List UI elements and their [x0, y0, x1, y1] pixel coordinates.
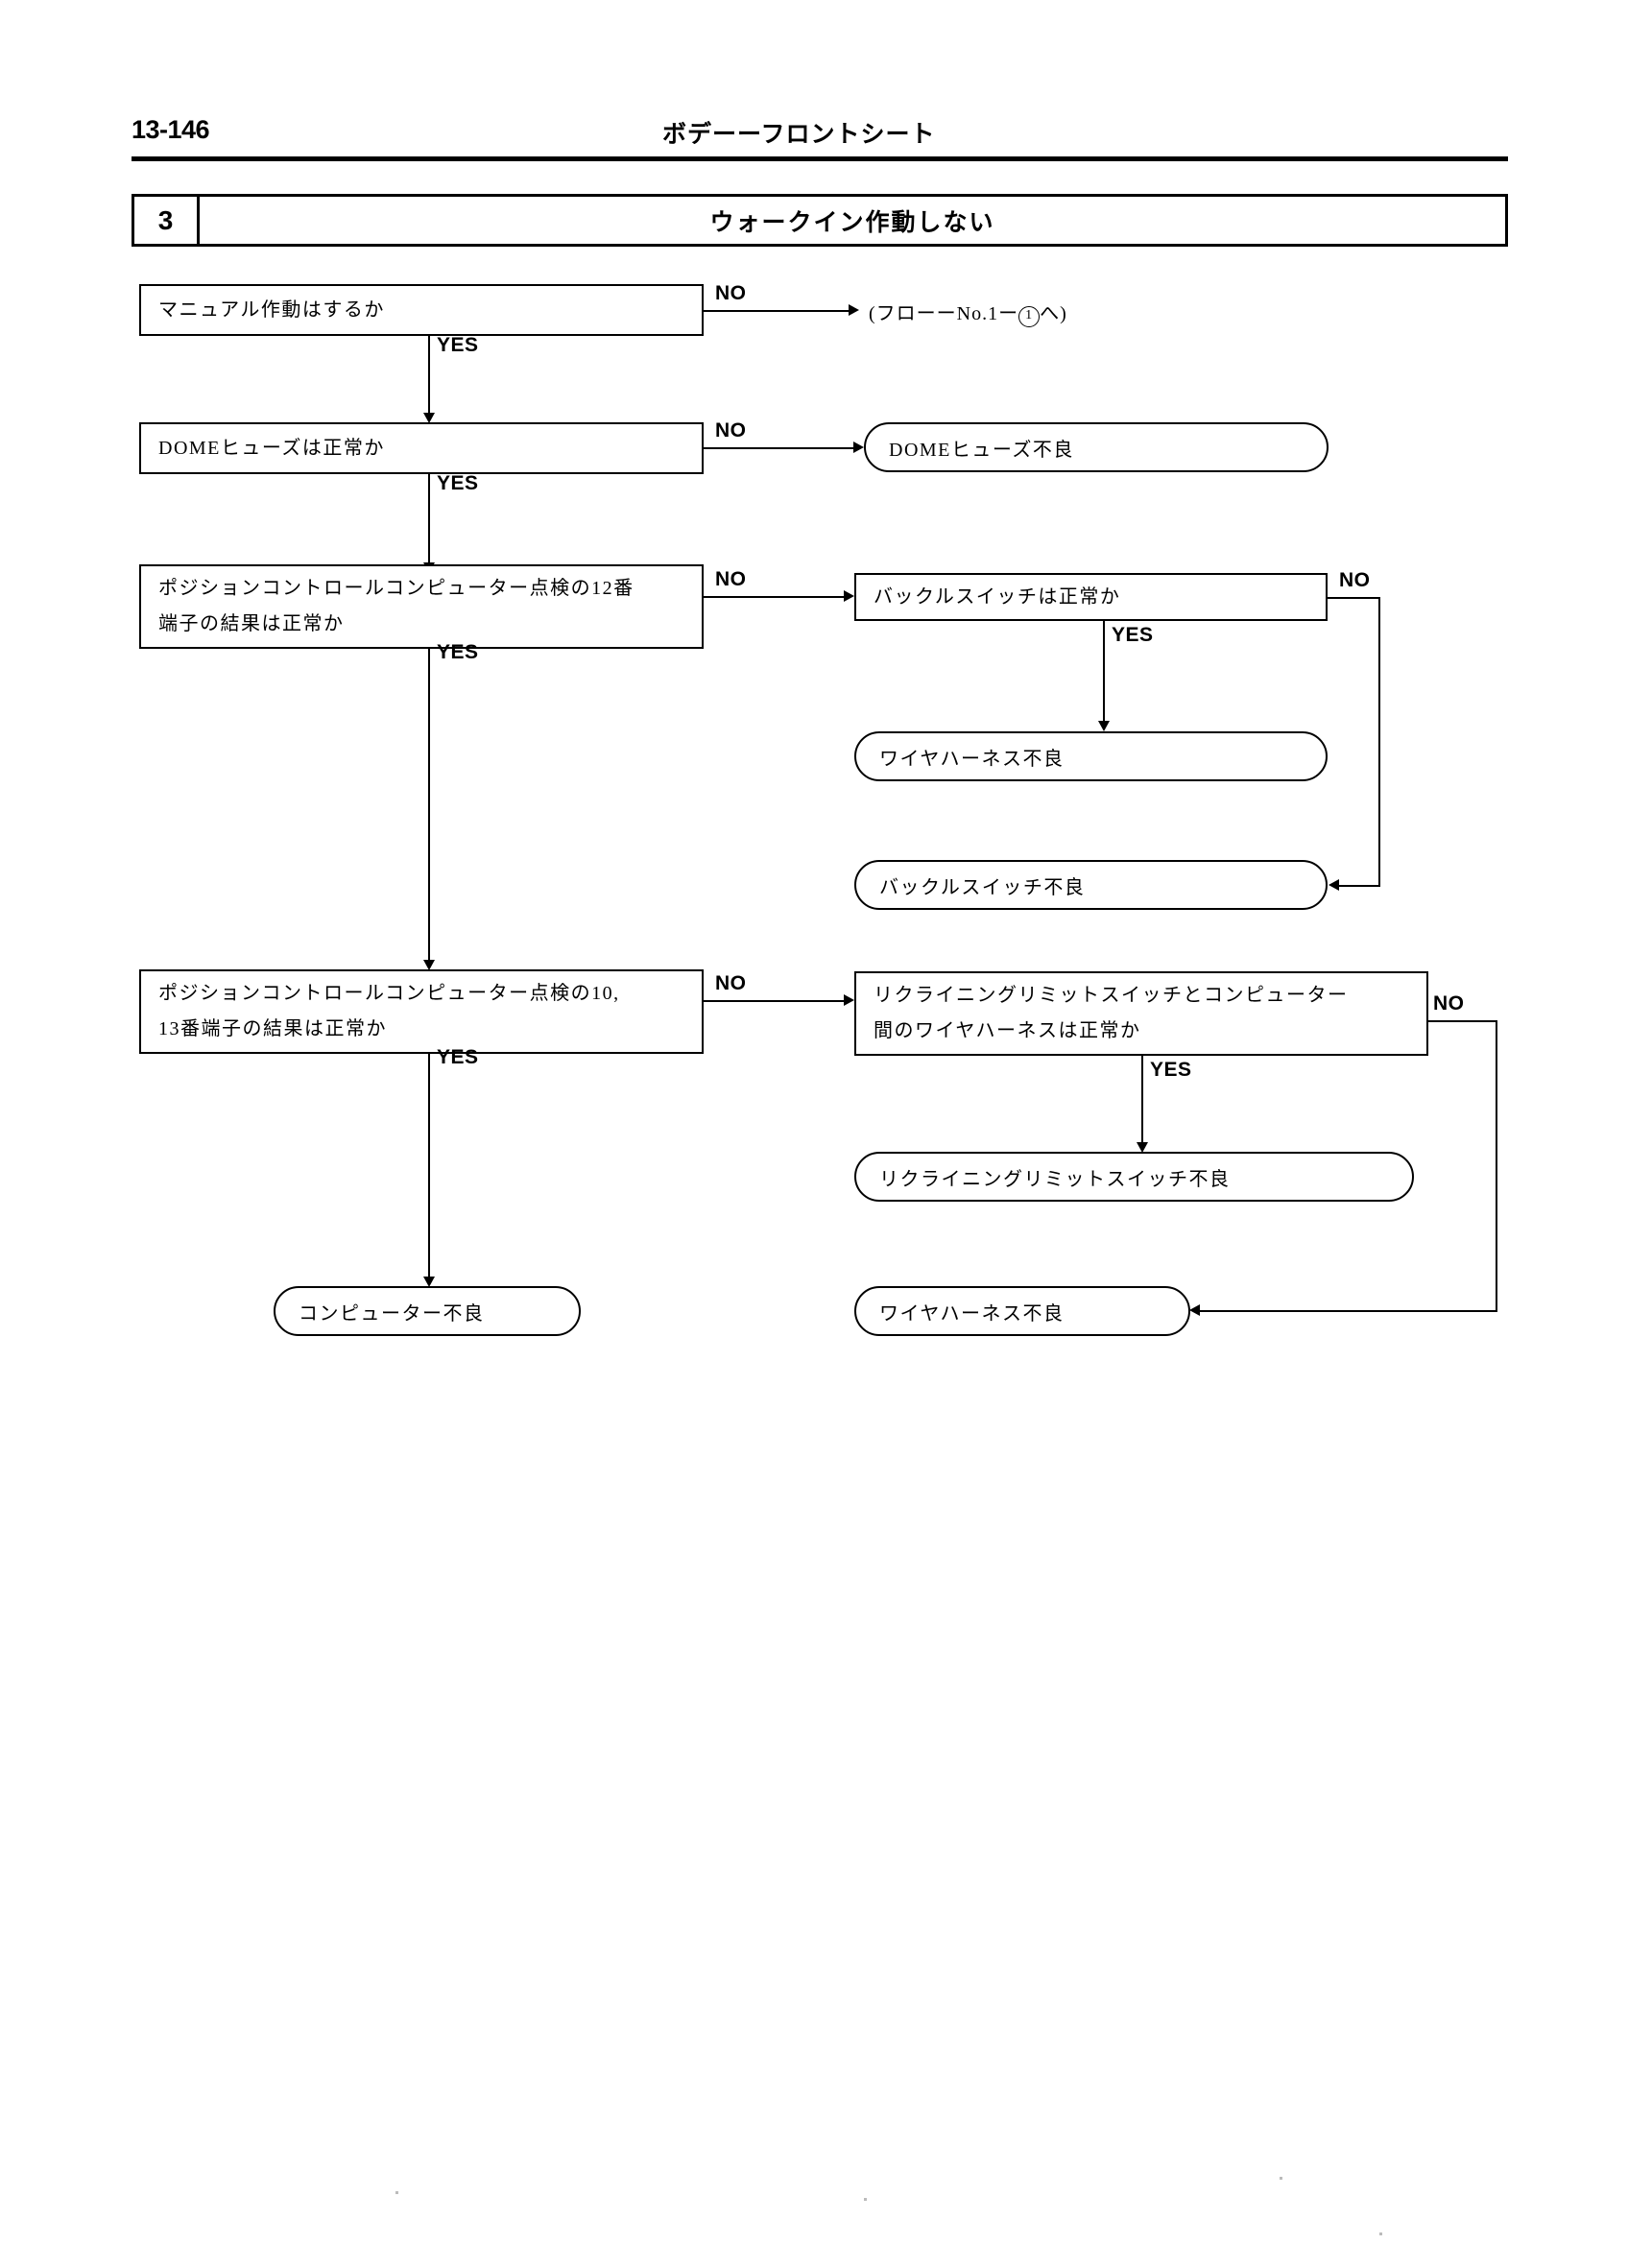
arrowhead-q1-no	[849, 304, 859, 316]
terminal-computer-fault-line1: コンピューター不良	[299, 1302, 485, 1325]
section-title-bar: 3 ウォークイン作動しない	[132, 194, 1508, 247]
decision-pcc-terminal-12: ポジションコントロールコンピューター点検の12番 端子の結果は正常か	[139, 564, 704, 649]
terminal-wire-harness-fault-1: ワイヤハーネス不良	[854, 731, 1328, 781]
branch-label-yes-3: YES	[1112, 624, 1154, 646]
connector-q2-no	[704, 447, 859, 449]
branch-label-yes-2: YES	[437, 472, 479, 494]
flow-reference-1-circled: 1	[1018, 306, 1041, 327]
branch-label-yes-1: YES	[437, 334, 479, 356]
arrowhead-q1-yes	[423, 413, 435, 423]
flow-reference-1-suffix: へ)	[1040, 303, 1067, 324]
page-number: 13-146	[132, 115, 210, 144]
terminal-dome-fuse-fault-line1: DOMEヒューズ不良	[889, 439, 1074, 461]
connector-q3r-yes	[1103, 621, 1105, 728]
connector-q3-no	[704, 596, 850, 598]
terminal-buckle-switch-fault: バックルスイッチ不良	[854, 860, 1328, 910]
scan-speckle	[395, 2191, 398, 2194]
terminal-wire-harness-fault-2: ワイヤハーネス不良	[854, 1286, 1190, 1336]
terminal-reclining-limit-switch-fault: リクライニングリミットスイッチ不良	[854, 1152, 1414, 1202]
flow-reference-1-prefix: (フローーNo.1ー	[869, 303, 1019, 324]
decision-buckle-switch: バックルスイッチは正常か	[854, 573, 1328, 621]
connector-q3r-no-h2	[1339, 885, 1380, 887]
decision-dome-fuse-line1: DOMEヒューズは正常か	[158, 437, 385, 459]
terminal-dome-fuse-fault: DOMEヒューズ不良	[864, 422, 1329, 472]
arrowhead-q4r-yes	[1137, 1142, 1148, 1153]
decision-buckle-switch-line1: バックルスイッチは正常か	[874, 585, 1121, 608]
branch-label-no-1: NO	[715, 282, 747, 304]
connector-q3r-no-h	[1328, 597, 1380, 599]
arrowhead-q3r-no	[1329, 879, 1339, 891]
branch-label-yes-4: YES	[437, 641, 479, 663]
arrowhead-q2-no	[853, 442, 864, 453]
connector-q1-no	[704, 310, 854, 312]
scan-speckle	[864, 2198, 867, 2201]
branch-label-no-5: NO	[715, 972, 747, 994]
arrowhead-q4r-no	[1189, 1304, 1200, 1316]
decision-pcc-terminal-12-line2: 端子の結果は正常か	[158, 613, 345, 634]
terminal-wire-harness-fault-2-line1: ワイヤハーネス不良	[879, 1302, 1065, 1325]
terminal-buckle-switch-fault-line1: バックルスイッチ不良	[879, 876, 1086, 898]
terminal-wire-harness-fault-1-line1: ワイヤハーネス不良	[879, 748, 1065, 770]
connector-q3-yes	[428, 649, 430, 967]
connector-q4r-yes	[1141, 1056, 1143, 1150]
header-rule	[132, 156, 1508, 161]
connector-q4-no	[704, 1000, 850, 1002]
connector-q3r-no-v	[1378, 597, 1380, 885]
arrowhead-q4-yes	[423, 1277, 435, 1287]
terminal-reclining-limit-switch-fault-line1: リクライニングリミットスイッチ不良	[879, 1168, 1231, 1190]
arrowhead-q3-yes	[423, 960, 435, 970]
section-number: 3	[134, 197, 200, 244]
connector-q4-yes	[428, 1054, 430, 1284]
decision-pcc-terminal-10-13: ポジションコントロールコンピューター点検の10, 13番端子の結果は正常か	[139, 969, 704, 1054]
decision-reclining-limit-harness: リクライニングリミットスイッチとコンピューター 間のワイヤハーネスは正常か	[854, 971, 1428, 1056]
branch-label-no-2: NO	[715, 419, 747, 442]
arrowhead-q3-no	[844, 590, 854, 602]
branch-label-no-6: NO	[1433, 992, 1465, 1015]
branch-label-yes-5: YES	[1150, 1059, 1192, 1081]
decision-manual-operation-line1: マニュアル作動はするか	[158, 298, 385, 321]
scan-speckle	[1379, 2232, 1382, 2235]
terminal-computer-fault: コンピューター不良	[274, 1286, 581, 1336]
scan-speckle	[1280, 2177, 1282, 2180]
decision-pcc-terminal-10-13-line2: 13番端子の結果は正常か	[158, 1018, 387, 1039]
arrowhead-q3r-yes	[1098, 721, 1110, 731]
connector-q4r-no-v	[1496, 1020, 1497, 1310]
decision-pcc-terminal-12-line1: ポジションコントロールコンピューター点検の12番	[158, 578, 634, 599]
section-title: ウォークイン作動しない	[709, 208, 995, 236]
branch-label-no-4: NO	[1339, 569, 1371, 591]
branch-label-no-3: NO	[715, 568, 747, 590]
decision-reclining-limit-harness-line2: 間のワイヤハーネスは正常か	[874, 1020, 1141, 1041]
decision-dome-fuse: DOMEヒューズは正常か	[139, 422, 704, 474]
decision-reclining-limit-harness-line1: リクライニングリミットスイッチとコンピューター	[874, 985, 1349, 1006]
connector-q4r-no-h2	[1200, 1310, 1497, 1312]
page-header-title: ボデーーフロントシート	[662, 121, 936, 148]
branch-label-yes-6: YES	[437, 1046, 479, 1068]
decision-manual-operation: マニュアル作動はするか	[139, 284, 704, 336]
decision-pcc-terminal-10-13-line1: ポジションコントロールコンピューター点検の10,	[158, 983, 620, 1004]
connector-q1-yes	[428, 336, 430, 420]
connector-q4r-no-h	[1428, 1020, 1497, 1022]
arrowhead-q4-no	[844, 994, 854, 1006]
connector-q2-yes	[428, 474, 430, 570]
